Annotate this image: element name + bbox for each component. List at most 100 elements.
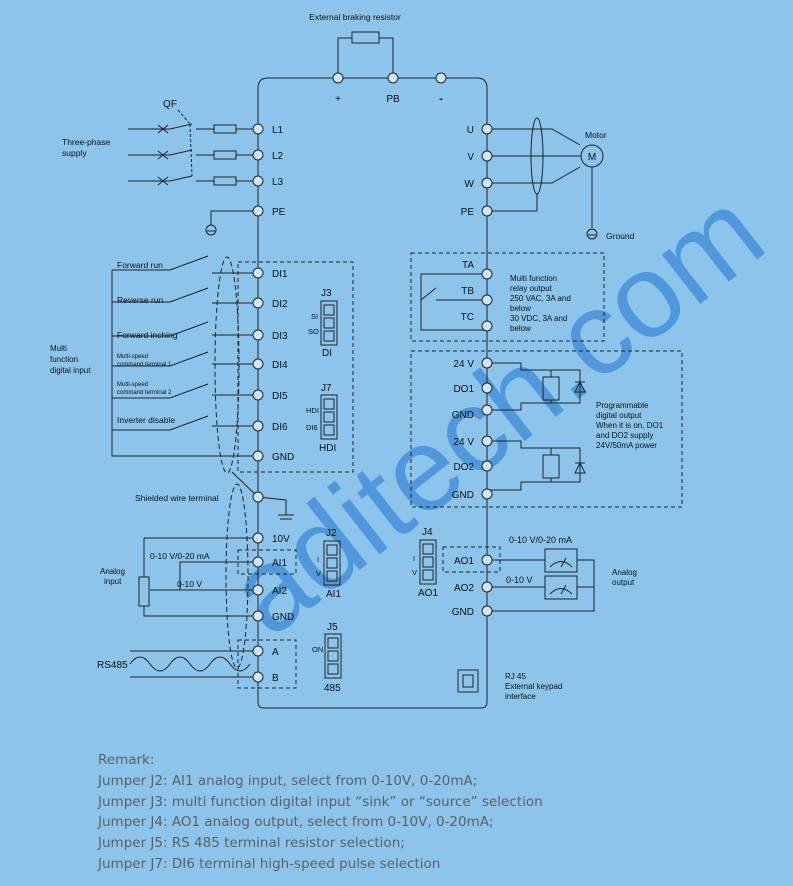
jumper-j2 xyxy=(323,540,341,586)
terminal-u: U xyxy=(467,125,474,136)
jumper-j3-id: J3 xyxy=(321,288,332,299)
terminal-do1: DO1 xyxy=(453,384,474,395)
terminal-di2: DI2 xyxy=(272,299,288,310)
analog-input-label-2: input xyxy=(104,577,122,586)
terminal-ao1: AO1 xyxy=(454,556,474,567)
jumper-j2-name: AI1 xyxy=(326,589,341,600)
analog-output-label-2: output xyxy=(612,578,635,587)
jumper-j7-pin-hdi: HDI xyxy=(306,406,319,415)
terminal-di1: DI1 xyxy=(272,269,288,280)
remark-title: Remark: xyxy=(98,752,155,768)
multi-func-label-3: digital input xyxy=(50,366,91,375)
terminal-v: V xyxy=(467,152,474,163)
qf-label: QF xyxy=(163,99,177,110)
switch-inverter-disable: Inverter disable xyxy=(117,415,175,425)
jumper-j4-pin-i: I xyxy=(413,554,415,563)
remark-j2: Jumper J2: AI1 analog input, select from… xyxy=(98,772,478,789)
jumper-j2-pin-i: I xyxy=(317,555,319,564)
jumper-j4-pin-v: V xyxy=(412,568,417,577)
terminal-tb: TB xyxy=(461,286,474,297)
terminal-di4: DI4 xyxy=(272,360,288,371)
jumper-j3-name: DI xyxy=(322,348,332,359)
jumper-j3-pin-so: SO xyxy=(308,327,319,336)
terminal-gnd-ai: GND xyxy=(272,612,294,623)
fuse-l1 xyxy=(213,124,237,134)
jumper-j2-pin-v: V xyxy=(316,569,321,578)
shield-terminal-wire xyxy=(231,471,294,520)
dc-plus-label: + xyxy=(335,94,341,105)
terminal-l3: L3 xyxy=(272,177,284,188)
remarks-block: Remark: Jumper J2: AI1 analog input, sel… xyxy=(98,750,778,875)
prog-text-4: and DO2 supply xyxy=(596,431,653,440)
analog-output-label-1: Analog xyxy=(612,568,637,577)
three-phase-label-1: Three-phase xyxy=(62,137,110,147)
terminals-right xyxy=(481,123,493,617)
relay-box xyxy=(410,252,605,342)
motor-m-symbol: M xyxy=(588,152,596,163)
jumper-j5 xyxy=(324,633,342,679)
ground-label: Ground xyxy=(606,231,635,241)
terminal-l1: L1 xyxy=(272,125,284,136)
jumper-j5-name: 485 xyxy=(324,683,341,694)
braking-resistor-wire xyxy=(337,37,394,78)
dc-minus-label: - xyxy=(439,93,443,105)
fuse-l3 xyxy=(213,176,237,186)
terminal-l2: L2 xyxy=(272,151,284,162)
ai-shield xyxy=(225,483,249,669)
terminal-di6: DI6 xyxy=(272,422,288,433)
range-ai1-label: 0-10 V/0-20 mA xyxy=(150,551,210,561)
jumper-j7-id: J7 xyxy=(321,383,332,394)
jumper-j5-pin-on: ON xyxy=(312,645,323,654)
switch-multi-speed-1-a: Multi-speed xyxy=(117,354,148,360)
terminal-pe-in: PE xyxy=(272,207,286,218)
switch-multi-speed-2-b: command terminal 2 xyxy=(117,390,172,396)
relay-text-5: 30 VDC, 3A and xyxy=(510,314,567,323)
remark-j5: Jumper J5: RS 485 terminal resistor sele… xyxy=(98,835,405,852)
inverter-frame xyxy=(257,77,488,709)
di-shield xyxy=(214,256,240,474)
range-ao1-label: 0-10 V/0-20 mA xyxy=(509,535,572,545)
prog-text-5: 24V/50mA power xyxy=(596,441,657,450)
jumper-j3-pin-si: SI xyxy=(311,312,318,321)
range-ao2-label: 0-10 V xyxy=(506,575,533,585)
terminal-pe-out: PE xyxy=(461,207,475,218)
jumper-j3 xyxy=(320,300,338,346)
jumper-j7-name: HDI xyxy=(319,443,336,454)
jumper-j4 xyxy=(419,539,437,585)
relay-text-6: below xyxy=(510,324,531,333)
terminal-do2: DO2 xyxy=(453,462,474,473)
jumper-j4-id: J4 xyxy=(422,527,433,538)
rs485-label: RS485 xyxy=(97,660,128,671)
terminal-ta: TA xyxy=(462,260,474,271)
remark-j7: Jumper J7: DI6 terminal high-speed pulse… xyxy=(98,855,441,872)
switch-reverse-run: Reverse run xyxy=(117,295,164,305)
meter-ao2 xyxy=(544,575,578,600)
analog-input-label-1: Analog xyxy=(100,567,125,576)
braking-resistor xyxy=(351,31,380,44)
terminals-left xyxy=(252,72,447,683)
switch-forward-run: Forward run xyxy=(117,260,163,270)
rj45-label-1: RJ 45 xyxy=(505,672,526,681)
terminal-w: W xyxy=(465,179,475,190)
three-phase-label-2: supply xyxy=(62,148,87,158)
terminal-gnd-di: GND xyxy=(272,452,294,463)
relay-text-1: Multi function xyxy=(510,274,557,283)
potentiometer xyxy=(138,576,150,607)
relay-text-4: below xyxy=(510,304,531,313)
terminal-b: B xyxy=(272,673,279,684)
jumper-j4-name: AO1 xyxy=(418,588,438,599)
relay-text-3: 250 VAC, 3A and xyxy=(510,294,571,303)
terminal-24v-1: 24 V xyxy=(453,359,474,370)
terminal-a: A xyxy=(272,647,279,658)
terminal-tc: TC xyxy=(461,312,474,323)
switch-forward-inching: Forward inching xyxy=(117,330,178,340)
remark-j4: Jumper J4: AO1 analog output, select fro… xyxy=(98,814,494,831)
terminal-gnd-do2: GND xyxy=(452,490,474,501)
terminal-ao2: AO2 xyxy=(454,583,474,594)
motor-label: Motor xyxy=(585,130,607,140)
di-box xyxy=(237,261,354,473)
range-ai2-label: 0-10 V xyxy=(177,579,202,589)
jumper-j5-id: J5 xyxy=(327,622,338,633)
jumper-j2-id: J2 xyxy=(326,528,337,539)
